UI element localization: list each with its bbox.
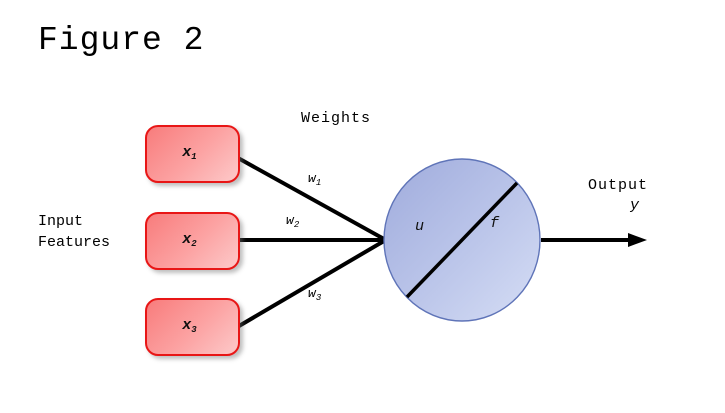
weight-label-w3-subscript: 3 [315,293,322,303]
input-label-x1-subscript: 1 [191,152,197,162]
input-label-x3-subscript: 3 [191,325,197,335]
connector-x3-to-neuron [237,239,386,328]
output-symbol: y [630,197,640,214]
weight-label-w2: w2 [286,213,300,230]
output-heading: Output [588,177,649,194]
input-features-heading: Input Features [38,211,110,253]
input-heading-line2: Features [38,234,111,251]
weight-label-w3: w3 [308,286,322,303]
weight-label-w2-subscript: 2 [293,220,300,230]
input-label-x2-subscript: 2 [191,239,197,249]
input-box-x3: x3 [145,298,240,356]
neuron-divider-line [405,181,519,299]
input-label-x2: x2 [182,231,197,249]
input-box-x2: x2 [145,212,240,270]
input-label-x1: x1 [182,144,197,162]
weight-label-w1-subscript: 1 [315,178,322,188]
neuron-sum-label: u [415,218,425,235]
input-box-x1: x1 [145,125,240,183]
output-arrow-head [628,233,647,247]
connector-x1-to-neuron [237,156,385,241]
figure-title: Figure 2 [38,22,205,59]
neuron-activation-label: f [490,215,500,232]
input-heading-line1: Input [38,213,84,230]
weight-label-w1: w1 [308,171,322,188]
weights-heading: Weights [301,110,372,127]
input-label-x3: x3 [182,317,197,335]
